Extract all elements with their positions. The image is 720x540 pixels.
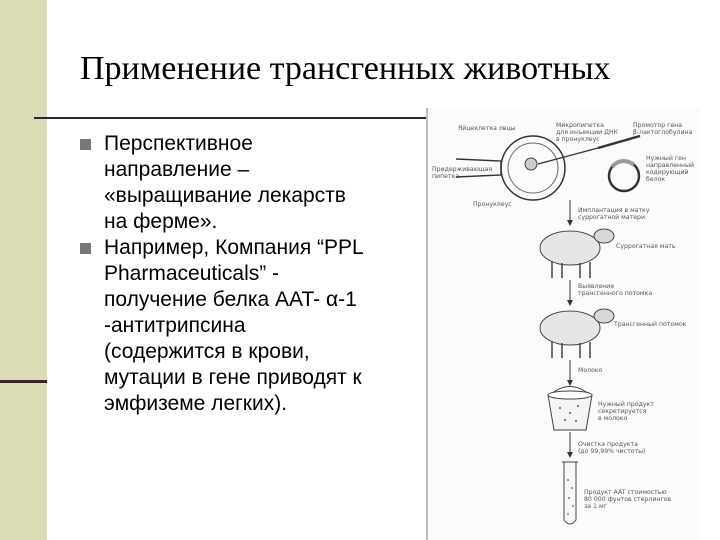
figure-label-product-in-milk: Нужный продукт секретируется в молоко xyxy=(598,400,656,422)
bullet-text: Перспективное направление – «выращивание… xyxy=(104,131,425,235)
surrogate-sheep-illustration xyxy=(539,228,615,278)
bullet-line: Перспективное xyxy=(104,132,253,155)
micropipette-body xyxy=(597,134,641,150)
bullet-line: (содержится в крови, xyxy=(104,340,310,363)
bullet-square-icon xyxy=(80,139,91,150)
bullet-line: -антитрипсина xyxy=(104,314,246,337)
flow-arrowhead xyxy=(567,220,573,226)
bullet-line: направление – xyxy=(104,158,250,181)
bullet-square-icon xyxy=(80,243,91,254)
bullet-line: получение белка AAT- α-1 xyxy=(104,288,357,311)
micropipette-shape xyxy=(537,147,599,165)
flow-arrowhead xyxy=(567,380,573,386)
milk-bucket-illustration xyxy=(547,386,593,431)
bullet-line: «выращивание лекарств xyxy=(104,184,346,207)
bullet-text: Например, Компания “PPL Pharmaceuticals”… xyxy=(104,235,425,417)
sidebar-band xyxy=(0,0,47,540)
bullet-item: Например, Компания “PPL Pharmaceuticals”… xyxy=(80,235,425,417)
transgenic-sheep-illustration xyxy=(539,308,615,358)
bullet-line: на ферме». xyxy=(104,210,218,233)
figure-label-purify: Очистка продукта (до 99,99% чистоты) xyxy=(578,441,645,455)
bullet-list: Перспективное направление – «выращивание… xyxy=(80,131,425,417)
pronucleus-shape xyxy=(524,157,538,171)
figure-label-micropipette: Микропипетка для инъекции ДНК в пронукле… xyxy=(556,122,620,143)
figure-label-holding-pipette: Придерживающая пипетка xyxy=(432,166,494,180)
figure-label-surrogate: Суррогатная мать xyxy=(616,243,676,250)
bullet-item: Перспективное направление – «выращивание… xyxy=(80,131,425,235)
figure-label-pronucleus: Пронуклеус xyxy=(473,201,512,208)
egg-cell-inner xyxy=(507,142,559,194)
slide-title: Применение трансгенных животных xyxy=(80,50,611,87)
test-tube-illustration xyxy=(562,461,578,525)
figure-label-egg: Яйцеклетка овцы xyxy=(458,124,516,132)
process-diagram: Яйцеклетка овцы Микропипетка для инъекци… xyxy=(432,122,696,525)
bullet-line: Например, Компания “PPL xyxy=(104,236,364,259)
plasmid-gene-segment xyxy=(610,159,636,169)
figure-label-offspring: Трансгенный потомок xyxy=(613,320,687,328)
figure-label-milk: Молоко xyxy=(578,367,603,374)
transgenic-process-figure: Яйцеклетка овцы Микропипетка для инъекци… xyxy=(426,108,700,540)
bullet-line: мутации в гене приводят к xyxy=(104,366,362,389)
flow-arrowhead xyxy=(567,452,573,458)
bullet-line: эмфиземе легких). xyxy=(104,392,288,415)
holding-pipette-shape xyxy=(455,158,502,178)
title-underline xyxy=(34,117,464,119)
figure-label-selection: Выявление трансгенного потомка xyxy=(578,283,652,297)
bullet-line: Pharmaceuticals” - xyxy=(104,262,280,285)
flow-arrowhead xyxy=(567,300,573,306)
figure-label-promoter: Промотор гена β-лактоглобулина xyxy=(633,122,693,136)
figure-label-implant: Имплантация в матку суррогатной матери xyxy=(578,207,652,221)
figure-label-cost: Продукт AAT стоимостью 80 000 фунтов сте… xyxy=(584,489,673,510)
figure-label-gene: Нужный ген направленный кодирующий белок xyxy=(646,154,696,183)
sidebar-divider xyxy=(0,380,47,383)
